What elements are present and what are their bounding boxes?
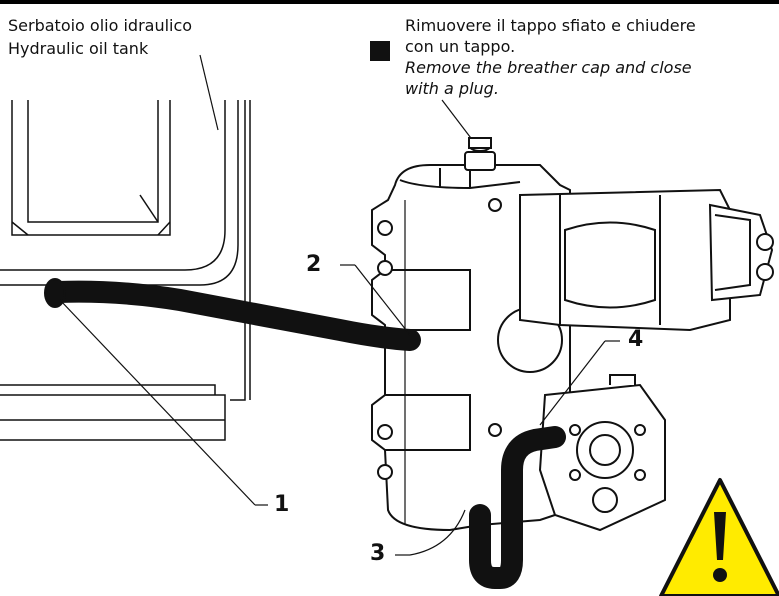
note-english-line2: with a plug.	[405, 79, 499, 98]
tank-label-english: Hydraulic oil tank	[8, 39, 149, 58]
oil-tank	[0, 100, 251, 441]
callout-number-4: 4	[628, 327, 644, 352]
hose-1	[47, 280, 421, 351]
callout-number-3: 3	[370, 541, 386, 566]
warning-triangle-icon	[659, 478, 779, 596]
top-border	[0, 0, 779, 4]
note-italian-line2: con un tappo.	[405, 37, 516, 56]
tank-leader-line	[199, 54, 219, 131]
square-marker-icon	[370, 41, 390, 61]
gear-pump	[538, 374, 666, 532]
hydraulic-motor	[519, 188, 774, 332]
callout-number-2: 2	[306, 252, 322, 277]
hose-3	[469, 426, 566, 589]
breather-cap	[464, 137, 496, 171]
tank-label-italian: Serbatoio olio idraulico	[8, 16, 193, 35]
callout-1-leader	[59, 299, 256, 506]
note-italian-line1: Rimuovere il tappo sfiato e chiudere	[405, 16, 696, 35]
note-english-line1: Remove the breather cap and close	[405, 58, 692, 77]
callout-number-1: 1	[274, 492, 290, 517]
